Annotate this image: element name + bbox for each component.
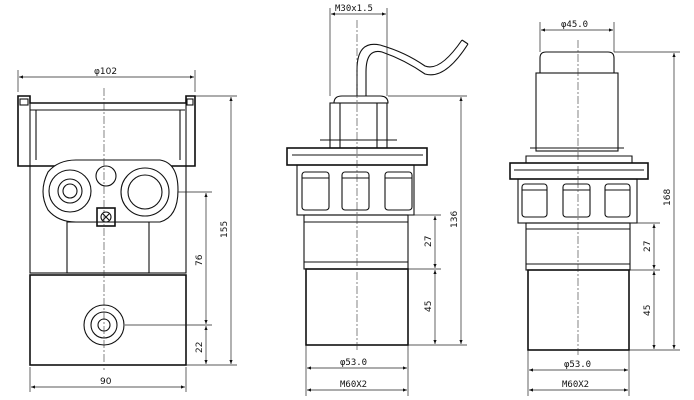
flange-nut-right	[509, 155, 649, 224]
housing-lid	[17, 95, 196, 167]
dim-45: 45	[424, 301, 434, 312]
dim-27-right: 27	[643, 241, 653, 252]
sensor-cap	[530, 51, 624, 152]
sensor-body-right	[527, 269, 630, 351]
dim-height-76: 76	[195, 254, 205, 266]
dim-thread-m60-right: M60X2	[562, 380, 589, 390]
lower-body	[29, 274, 187, 366]
dim-height-155: 155	[220, 221, 230, 238]
cable	[356, 39, 469, 96]
middle-view: M30x1.5 136 27 45 φ53.0 M60X2	[286, 4, 469, 396]
dim-diameter-45: φ45.0	[561, 20, 588, 30]
dim-45-right: 45	[643, 305, 653, 316]
dim-height-168: 168	[663, 189, 673, 206]
cable-gland	[320, 95, 397, 149]
dim-diameter-102: φ102	[94, 67, 117, 77]
right-view: φ45.0 168 27 45 φ53.0 M60X2	[509, 20, 680, 396]
dim-diameter-53-right: φ53.0	[564, 360, 591, 370]
dim-height-22: 22	[195, 342, 205, 353]
left-view: φ102 155 76 22 90	[17, 67, 237, 392]
thread-section	[303, 214, 409, 270]
dim-height-136: 136	[450, 211, 460, 228]
gland-plate	[42, 159, 179, 227]
dim-27: 27	[424, 236, 434, 247]
dim-thread-m60: M60X2	[340, 380, 367, 390]
dim-thread-m30: M30x1.5	[335, 4, 373, 14]
dim-diameter-53: φ53.0	[340, 358, 367, 368]
dim-width-90: 90	[100, 377, 112, 387]
